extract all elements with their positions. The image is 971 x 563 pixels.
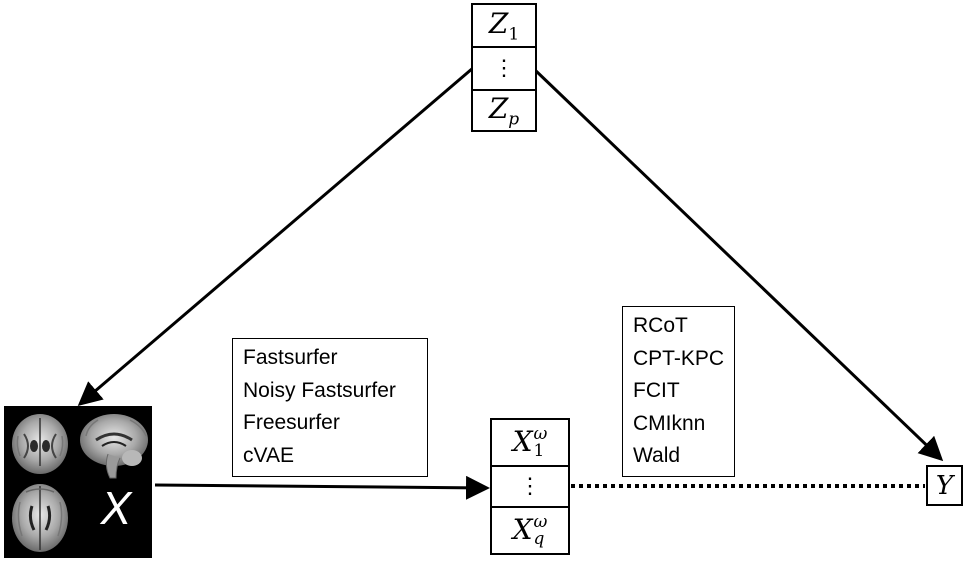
ci-test-methods-box: RCoT CPT-KPC FCIT CMIknn Wald [622,306,735,477]
z-vertical-ellipsis: ⋮ [493,55,515,81]
edge-x-image-to-x-omega [154,475,490,500]
sagittal-slice [80,414,148,479]
z-top-cell: Z1 [473,5,535,48]
brain-mri-image: X [4,406,152,558]
x-omega-vertical-ellipsis: ⋮ [519,473,541,499]
zp-symbol: Zp [488,91,520,130]
method-wald: Wald [633,444,681,467]
method-fcit: FCIT [633,379,680,402]
representation-methods-box: Fastsurfer Noisy Fastsurfer Freesurfer c… [232,338,428,477]
method-fastsurfer: Fastsurfer [243,346,338,369]
edge-z-to-x-image [77,66,474,406]
z-stack-node: Z1 ⋮ Zp [471,3,537,132]
y-symbol: Y [935,470,954,501]
method-cvae: cVAE [243,443,294,467]
z1-symbol: Z1 [488,6,520,45]
method-cmiknn: CMIknn [633,411,706,435]
method-noisy-fastsurfer: Noisy Fastsurfer [243,378,396,402]
z-bottom-cell: Zp [473,91,535,130]
image-label-x: X [100,482,132,534]
coronal-slice [12,414,68,474]
z-ellipsis-cell: ⋮ [473,48,535,91]
method-rcot: RCoT [633,314,688,337]
y-node: Y [926,465,963,506]
method-cpt-kpc: CPT-KPC [633,346,725,370]
x-omega-ellipsis-cell: ⋮ [492,467,568,508]
edge-z-to-y [533,68,944,462]
brain-slices-graphic [12,414,148,552]
axial-slice [12,484,68,552]
method-freesurfer: Freesurfer [243,411,340,434]
